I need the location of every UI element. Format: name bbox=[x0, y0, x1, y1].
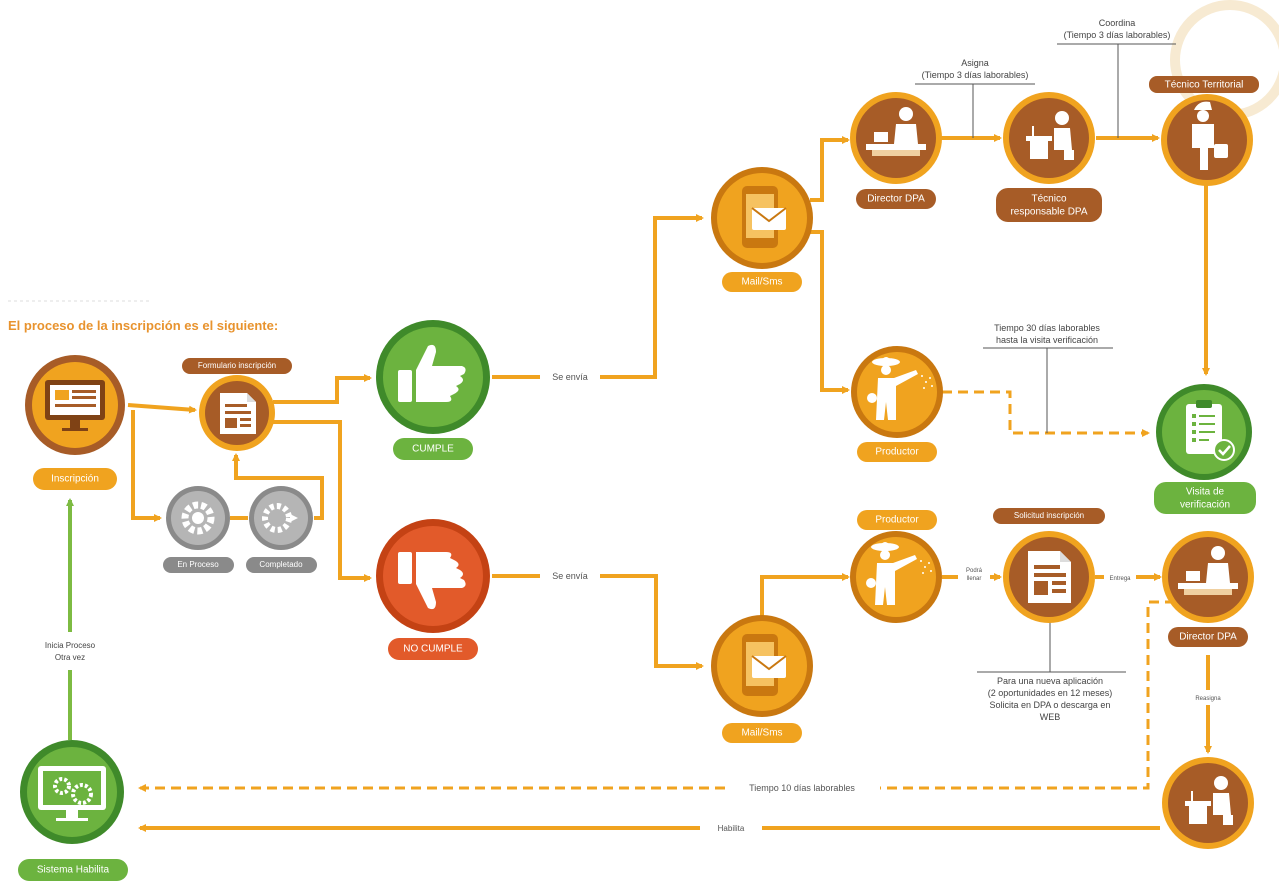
label-no-cumple: NO CUMPLE bbox=[403, 644, 463, 655]
edge-label-nueva-2: (2 oportunidades en 12 meses) bbox=[988, 688, 1113, 698]
label-visita-1: Visita de bbox=[1186, 487, 1225, 498]
label-mail-top: Mail/Sms bbox=[741, 277, 782, 288]
node-productor-top: Productor bbox=[851, 346, 943, 462]
edge-label-nueva-1: Para una nueva aplicación bbox=[997, 676, 1103, 686]
connectors bbox=[127, 134, 1212, 832]
label-productor-top: Productor bbox=[875, 447, 919, 458]
node-solicitud: Solicitud inscripción bbox=[993, 508, 1105, 623]
node-sistema: Sistema Habilita bbox=[18, 740, 128, 881]
edge-inscripcion-enproceso bbox=[131, 410, 162, 522]
farmer-icon bbox=[866, 542, 932, 605]
label-cumple: CUMPLE bbox=[412, 444, 454, 455]
thumbs-up-icon bbox=[398, 344, 466, 402]
edge-label-tiempo30-2: hasta la visita verificación bbox=[996, 335, 1098, 345]
technician-desk-icon bbox=[1185, 776, 1233, 825]
label-tecnico-resp-2: responsable DPA bbox=[1010, 207, 1087, 218]
edge-label-tiempo10: Tiempo 10 días laborables bbox=[749, 783, 855, 793]
label-inscripcion: Inscripción bbox=[51, 474, 99, 485]
label-productor-bottom: Productor bbox=[875, 515, 919, 526]
annotation-lines bbox=[915, 43, 1176, 673]
phone-mail-icon bbox=[742, 186, 787, 248]
label-director-top: Director DPA bbox=[867, 194, 925, 205]
director-desk-icon bbox=[1178, 546, 1238, 595]
document-icon bbox=[220, 393, 256, 434]
edge-label-asigna-2: (Tiempo 3 días laborables) bbox=[922, 70, 1029, 80]
node-director-bottom: Director DPA bbox=[1162, 531, 1254, 647]
edge-label-nueva-3: Solicita en DPA o descarga en bbox=[990, 700, 1111, 710]
gear-forward-icon bbox=[262, 503, 298, 533]
node-productor-bottom: Productor bbox=[850, 510, 942, 623]
node-cumple: CUMPLE bbox=[376, 320, 490, 460]
edge-completado-formulario bbox=[232, 453, 324, 520]
edge-formulario-cumple bbox=[273, 374, 372, 404]
farmer-icon bbox=[867, 357, 933, 420]
thumbs-down-icon bbox=[398, 552, 466, 610]
director-desk-icon bbox=[866, 107, 926, 156]
label-mail-bottom: Mail/Sms bbox=[741, 728, 782, 739]
edge-mail-productor-bottom bbox=[760, 573, 850, 630]
node-director-top: Director DPA bbox=[850, 92, 942, 209]
document-icon bbox=[1028, 551, 1071, 603]
node-mail-bottom: Mail/Sms bbox=[711, 615, 813, 743]
edge-cumple-mail bbox=[600, 214, 704, 379]
edge-label-reasigna: Reasigna bbox=[1195, 696, 1221, 702]
label-formulario: Formulario inscripción bbox=[198, 361, 276, 370]
node-tecnico-responsable: Técnico responsable DPA bbox=[996, 92, 1102, 222]
label-visita-2: verificación bbox=[1180, 500, 1230, 511]
edge-label-coordina-1: Coordina bbox=[1099, 18, 1136, 28]
node-tecnico-territorial: Técnico Territorial bbox=[1149, 76, 1259, 186]
label-en-proceso: En Proceso bbox=[177, 560, 219, 569]
gear-icon bbox=[181, 501, 215, 535]
dashed-connectors bbox=[138, 390, 1175, 792]
edge-label-inicia-1: Inicia Proceso bbox=[45, 641, 96, 650]
phone-mail-icon bbox=[742, 634, 787, 696]
edge-label-asigna-1: Asigna bbox=[961, 58, 989, 68]
field-technician-icon bbox=[1192, 101, 1228, 170]
edge-label-se-envia-bottom: Se envía bbox=[552, 571, 588, 581]
edge-label-entrega: Entrega bbox=[1109, 576, 1131, 582]
edge-mail-productor bbox=[810, 230, 850, 394]
node-completado: Completado bbox=[246, 486, 317, 573]
node-tecnico-bottom bbox=[1162, 757, 1254, 849]
edge-label-podra-2: llenar bbox=[967, 576, 982, 582]
technician-desk-icon bbox=[1026, 111, 1074, 160]
label-director-bottom: Director DPA bbox=[1179, 632, 1237, 643]
edge-label-se-envia-top: Se envía bbox=[552, 372, 588, 382]
edge-mail-director bbox=[810, 136, 850, 202]
edge-label-nueva-4: WEB bbox=[1040, 712, 1061, 722]
edge-label-coordina-2: (Tiempo 3 días laborables) bbox=[1064, 30, 1171, 40]
edge-inscripcion-formulario bbox=[127, 403, 197, 414]
label-sistema: Sistema Habilita bbox=[37, 865, 110, 876]
node-formulario: Formulario inscripción bbox=[182, 358, 292, 451]
monitor-icon bbox=[45, 380, 105, 431]
label-tecnico-territorial: Técnico Territorial bbox=[1165, 80, 1244, 91]
edge-formulario-nocumple bbox=[273, 420, 372, 582]
edge-label-habilita: Habilita bbox=[718, 824, 745, 833]
label-tecnico-resp-1: Técnico bbox=[1031, 194, 1066, 205]
edge-productor-visita bbox=[942, 390, 1150, 437]
node-en-proceso: En Proceso bbox=[163, 486, 234, 573]
label-solicitud: Solicitud inscripción bbox=[1014, 511, 1084, 520]
edge-nocumple-mail bbox=[600, 574, 704, 670]
system-monitor-icon bbox=[38, 766, 106, 821]
node-mail-top: Mail/Sms bbox=[711, 167, 813, 292]
label-completado: Completado bbox=[259, 560, 303, 569]
edge-label-podra-1: Podrá bbox=[966, 568, 983, 574]
checklist-icon bbox=[1186, 400, 1235, 461]
edge-label-inicia-2: Otra vez bbox=[55, 653, 85, 662]
node-visita: Visita de verificación bbox=[1154, 384, 1256, 514]
edge-label-tiempo30-1: Tiempo 30 días laborables bbox=[994, 323, 1100, 333]
page-title: El proceso de la inscripción es el sigui… bbox=[8, 318, 278, 333]
node-no-cumple: NO CUMPLE bbox=[376, 519, 490, 660]
node-inscripcion: Inscripción bbox=[25, 355, 125, 490]
